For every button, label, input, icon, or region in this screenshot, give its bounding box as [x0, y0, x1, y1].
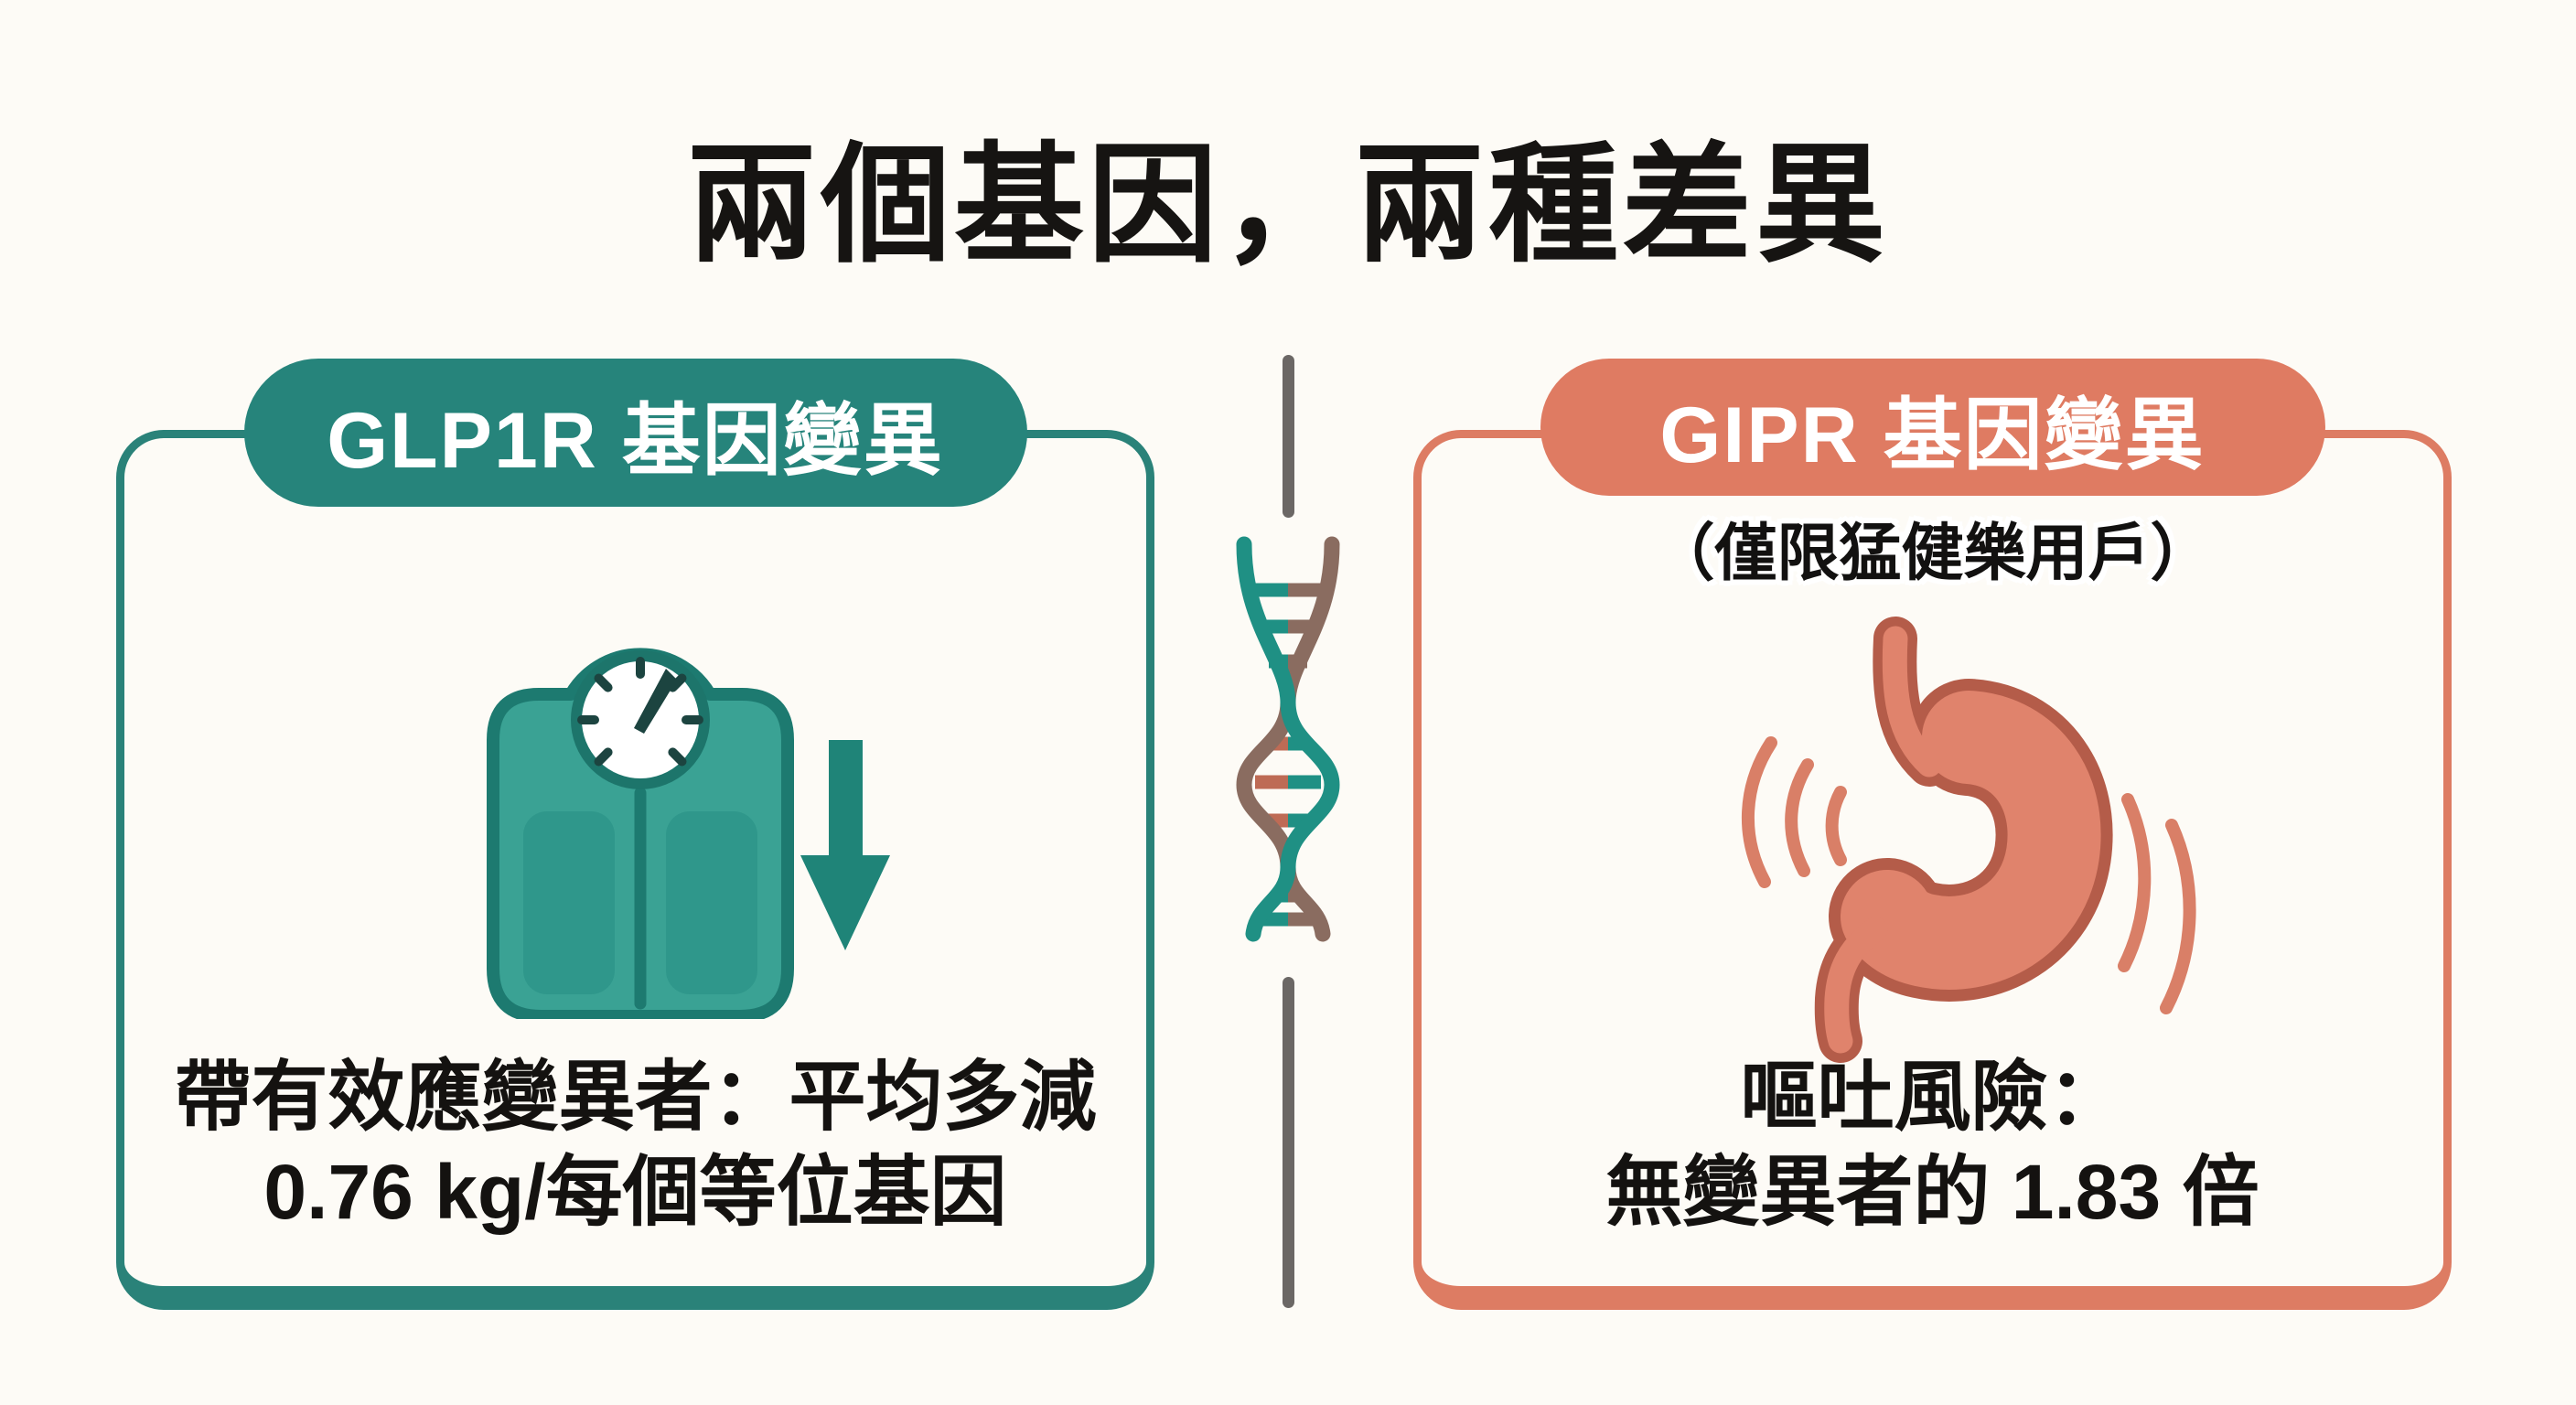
glp1r-result-text: 帶有效應變異者：平均多減 0.76 kg/每個等位基因 — [124, 1049, 1146, 1239]
divider-line-bottom — [1283, 977, 1294, 1308]
gipr-header-pill: GIPR 基因變異 — [1540, 359, 2325, 496]
gipr-card: GIPR 基因變異 （僅限猛健樂用戶） 嘔吐風險： 無變異者的 1.83 倍 — [1413, 359, 2452, 1310]
glp1r-result-line1: 帶有效應變異者：平均多減 — [174, 1054, 1097, 1140]
glp1r-header-label: GLP1R 基因變異 — [327, 396, 944, 485]
nausea-waves-left-icon — [1741, 736, 1847, 888]
weight-scale-icon — [487, 648, 890, 1019]
gipr-result-line1: 嘔吐風險： — [1740, 1054, 2125, 1140]
scale-body — [487, 648, 794, 1019]
glp1r-result-line2: 0.76 kg/每個等位基因 — [263, 1149, 1007, 1236]
nausea-waves-right-icon — [2118, 793, 2196, 1014]
glp1r-card: GLP1R 基因變異 帶有效應變異者： — [116, 359, 1154, 1310]
dna-strand-teal — [1236, 536, 1340, 942]
glp1r-header-pill: GLP1R 基因變異 — [243, 359, 1027, 507]
dial-needle — [634, 669, 677, 734]
stomach-icon — [1741, 617, 2196, 1063]
stomach-fill — [1824, 626, 2101, 1054]
down-arrow-icon — [800, 740, 890, 950]
scale-dial — [571, 650, 710, 789]
page-title: 兩個基因，兩種差異 — [687, 133, 1889, 278]
divider-line-top — [1283, 355, 1294, 518]
gipr-subtitle: （僅限猛健樂用戶） — [1652, 519, 2213, 588]
gipr-result-line2: 無變異者的 1.83 倍 — [1605, 1149, 2259, 1236]
dna-helix-icon — [1236, 536, 1340, 942]
gipr-result-text: 嘔吐風險： 無變異者的 1.83 倍 — [1422, 1049, 2443, 1239]
gipr-header-label: GIPR 基因變異 — [1659, 391, 2206, 479]
